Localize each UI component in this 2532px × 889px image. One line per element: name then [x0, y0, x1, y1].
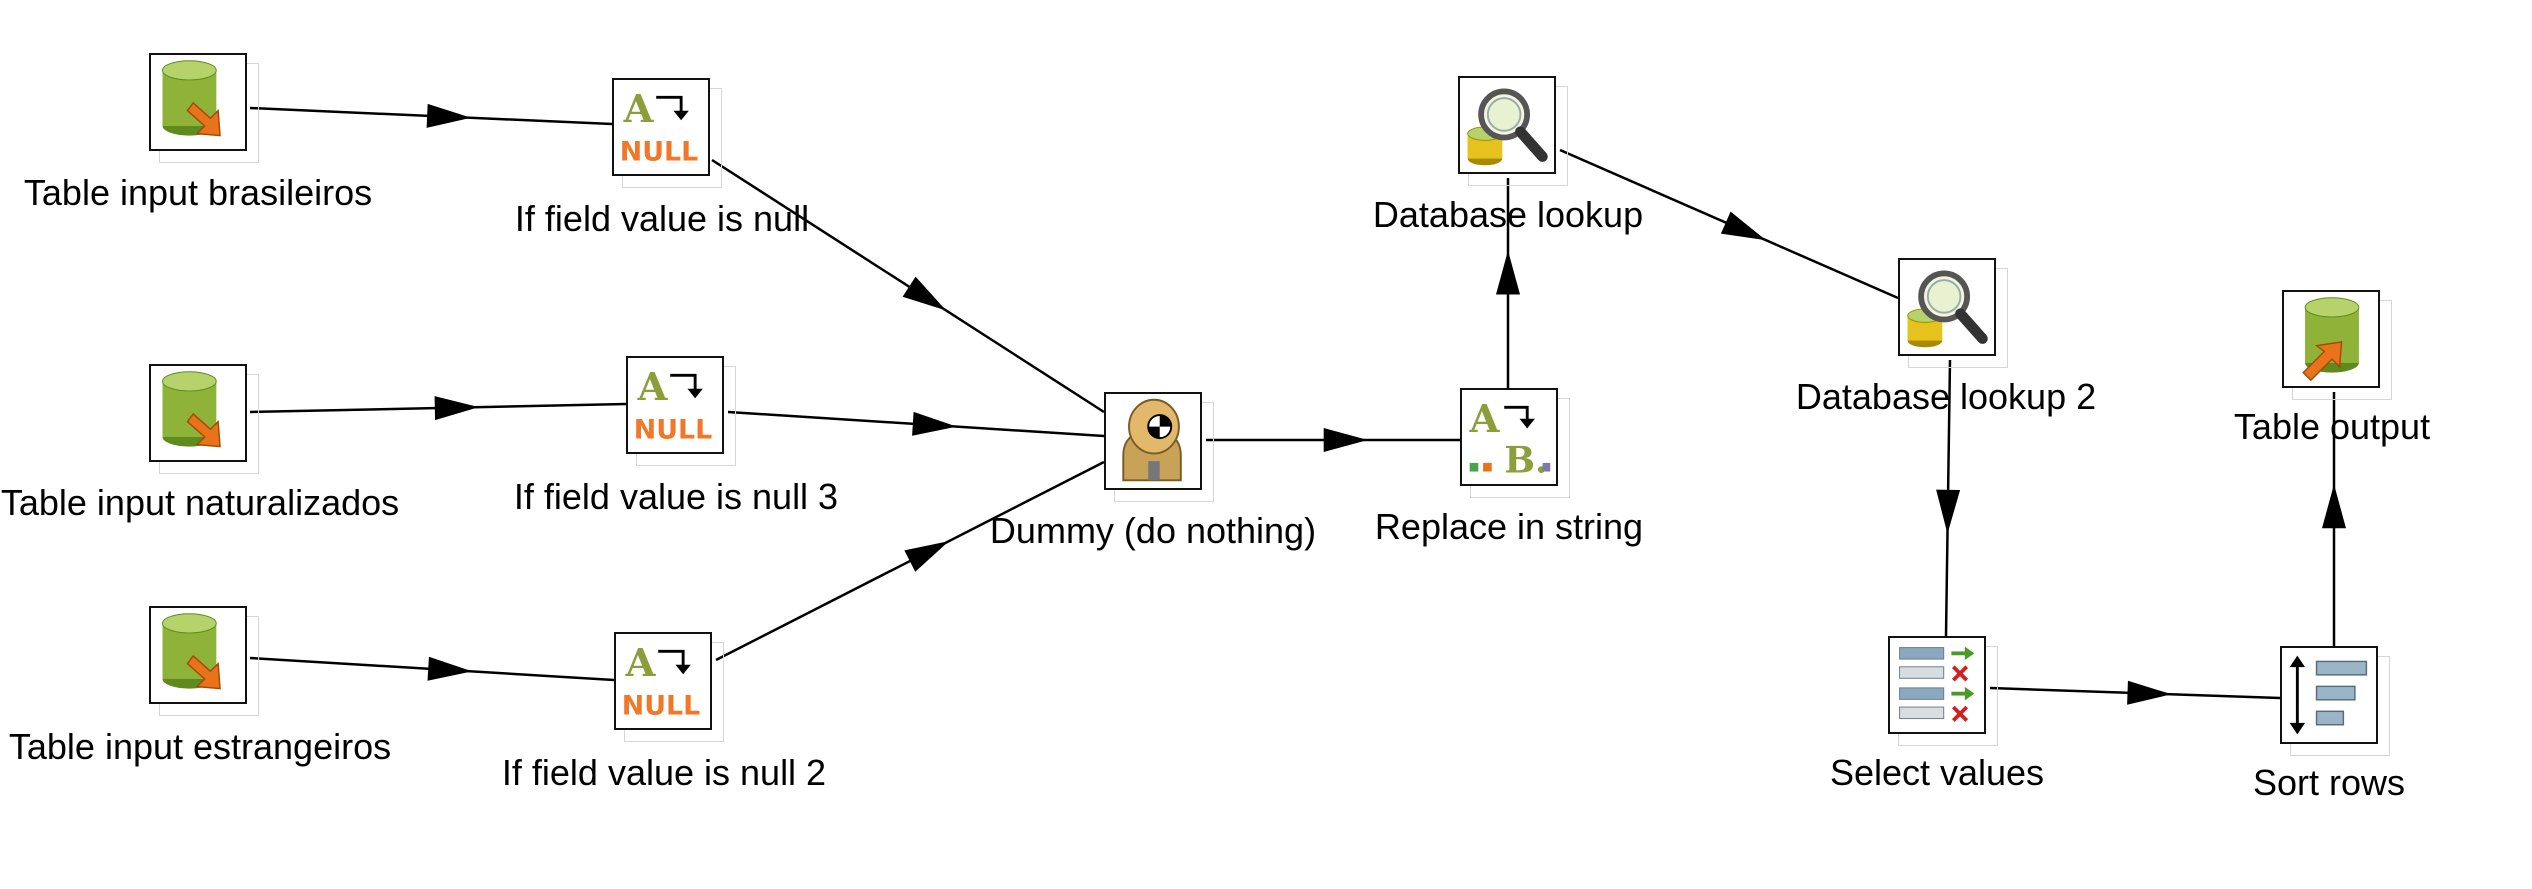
hop-replace-to-db-lookup[interactable] [1496, 178, 1520, 388]
step-sort-rows[interactable] [2280, 646, 2390, 756]
step-label-table-output: Table output [2233, 406, 2431, 447]
hop-arrowhead [1496, 250, 1520, 295]
hop-arrowhead [426, 103, 472, 128]
hop-arrowhead [427, 656, 473, 681]
hop-arrowhead [904, 541, 949, 572]
step-select-values[interactable] [1888, 636, 1998, 746]
if-null-icon: A NULL [626, 356, 724, 454]
svg-text:A: A [625, 641, 657, 686]
hop-arrowhead [912, 411, 957, 436]
database-lookup-icon [1458, 76, 1556, 174]
step-dummy[interactable] [1104, 392, 1214, 502]
step-label-sort-rows: Sort rows [2252, 762, 2406, 803]
table-input-icon [149, 364, 247, 462]
hop-db-lookup-2-to-select[interactable] [1936, 359, 1961, 637]
step-label-replace-in-string: Replace in string [1374, 506, 1644, 547]
hop-arrowhead [1323, 428, 1368, 452]
hop-arrowhead [2127, 680, 2172, 705]
step-if-field-value-is-null[interactable]: A NULL [612, 78, 722, 188]
hop-db-lookup-to-db-lookup-2[interactable] [1559, 148, 1899, 300]
step-label-if-null-3: If field value is null 3 [513, 476, 839, 517]
hop-naturalizados-to-if-null-3[interactable] [249, 396, 627, 421]
hop-brasileiros-to-if-null[interactable] [249, 103, 613, 128]
step-label-table-input-naturalizados: Table input naturalizados [0, 482, 400, 523]
svg-text:A: A [637, 365, 669, 410]
step-if-field-value-is-null-3[interactable]: A NULL [626, 356, 736, 466]
hop-arrowhead [1720, 211, 1767, 241]
database-lookup-icon [1898, 258, 1996, 356]
dummy-icon [1104, 392, 1202, 490]
hop-arrowhead [1936, 489, 1961, 534]
hop-sort-to-table-output[interactable] [2322, 392, 2346, 646]
step-label-table-input-brasileiros: Table input brasileiros [23, 172, 373, 213]
svg-text:A: A [1469, 397, 1501, 442]
if-null-icon: A NULL [614, 632, 712, 730]
hop-if-null-3-to-dummy[interactable] [727, 410, 1105, 438]
step-label-database-lookup: Database lookup [1372, 194, 1644, 235]
step-database-lookup-2[interactable] [1898, 258, 2008, 368]
svg-text:A: A [623, 87, 655, 132]
svg-text:NULL: NULL [620, 137, 698, 168]
hop-arrowhead [2322, 484, 2346, 529]
table-input-icon [149, 53, 247, 151]
table-input-icon [149, 606, 247, 704]
step-label-if-null: If field value is null [514, 198, 810, 239]
hop-arrowhead [902, 276, 947, 311]
sort-rows-icon [2280, 646, 2378, 744]
table-output-icon [2282, 290, 2380, 388]
step-table-input-brasileiros[interactable] [149, 53, 259, 163]
step-table-input-estrangeiros[interactable] [149, 606, 259, 716]
hop-estrangeiros-to-if-null-2[interactable] [249, 656, 615, 682]
step-label-table-input-estrangeiros: Table input estrangeiros [8, 726, 392, 767]
select-values-icon [1888, 636, 1986, 734]
step-label-select-values: Select values [1829, 752, 2045, 793]
hop-if-null-2-to-dummy[interactable] [715, 460, 1105, 662]
if-null-icon: A NULL [612, 78, 710, 176]
step-if-field-value-is-null-2[interactable]: A NULL [614, 632, 724, 742]
step-label-if-null-2: If field value is null 2 [501, 752, 827, 793]
svg-text:NULL: NULL [622, 691, 700, 722]
svg-text:B.: B. [1504, 438, 1547, 481]
step-table-input-naturalizados[interactable] [149, 364, 259, 474]
svg-text:NULL: NULL [634, 415, 712, 446]
hop-arrowhead [434, 396, 479, 421]
hop-dummy-to-replace[interactable] [1206, 428, 1460, 452]
hop-if-null-to-dummy[interactable] [711, 158, 1105, 414]
step-label-dummy: Dummy (do nothing) [989, 510, 1317, 551]
step-table-output[interactable] [2282, 290, 2392, 400]
hop-select-to-sort[interactable] [1989, 680, 2281, 705]
step-label-database-lookup-2: Database lookup 2 [1795, 376, 2097, 417]
step-database-lookup[interactable] [1458, 76, 1568, 186]
